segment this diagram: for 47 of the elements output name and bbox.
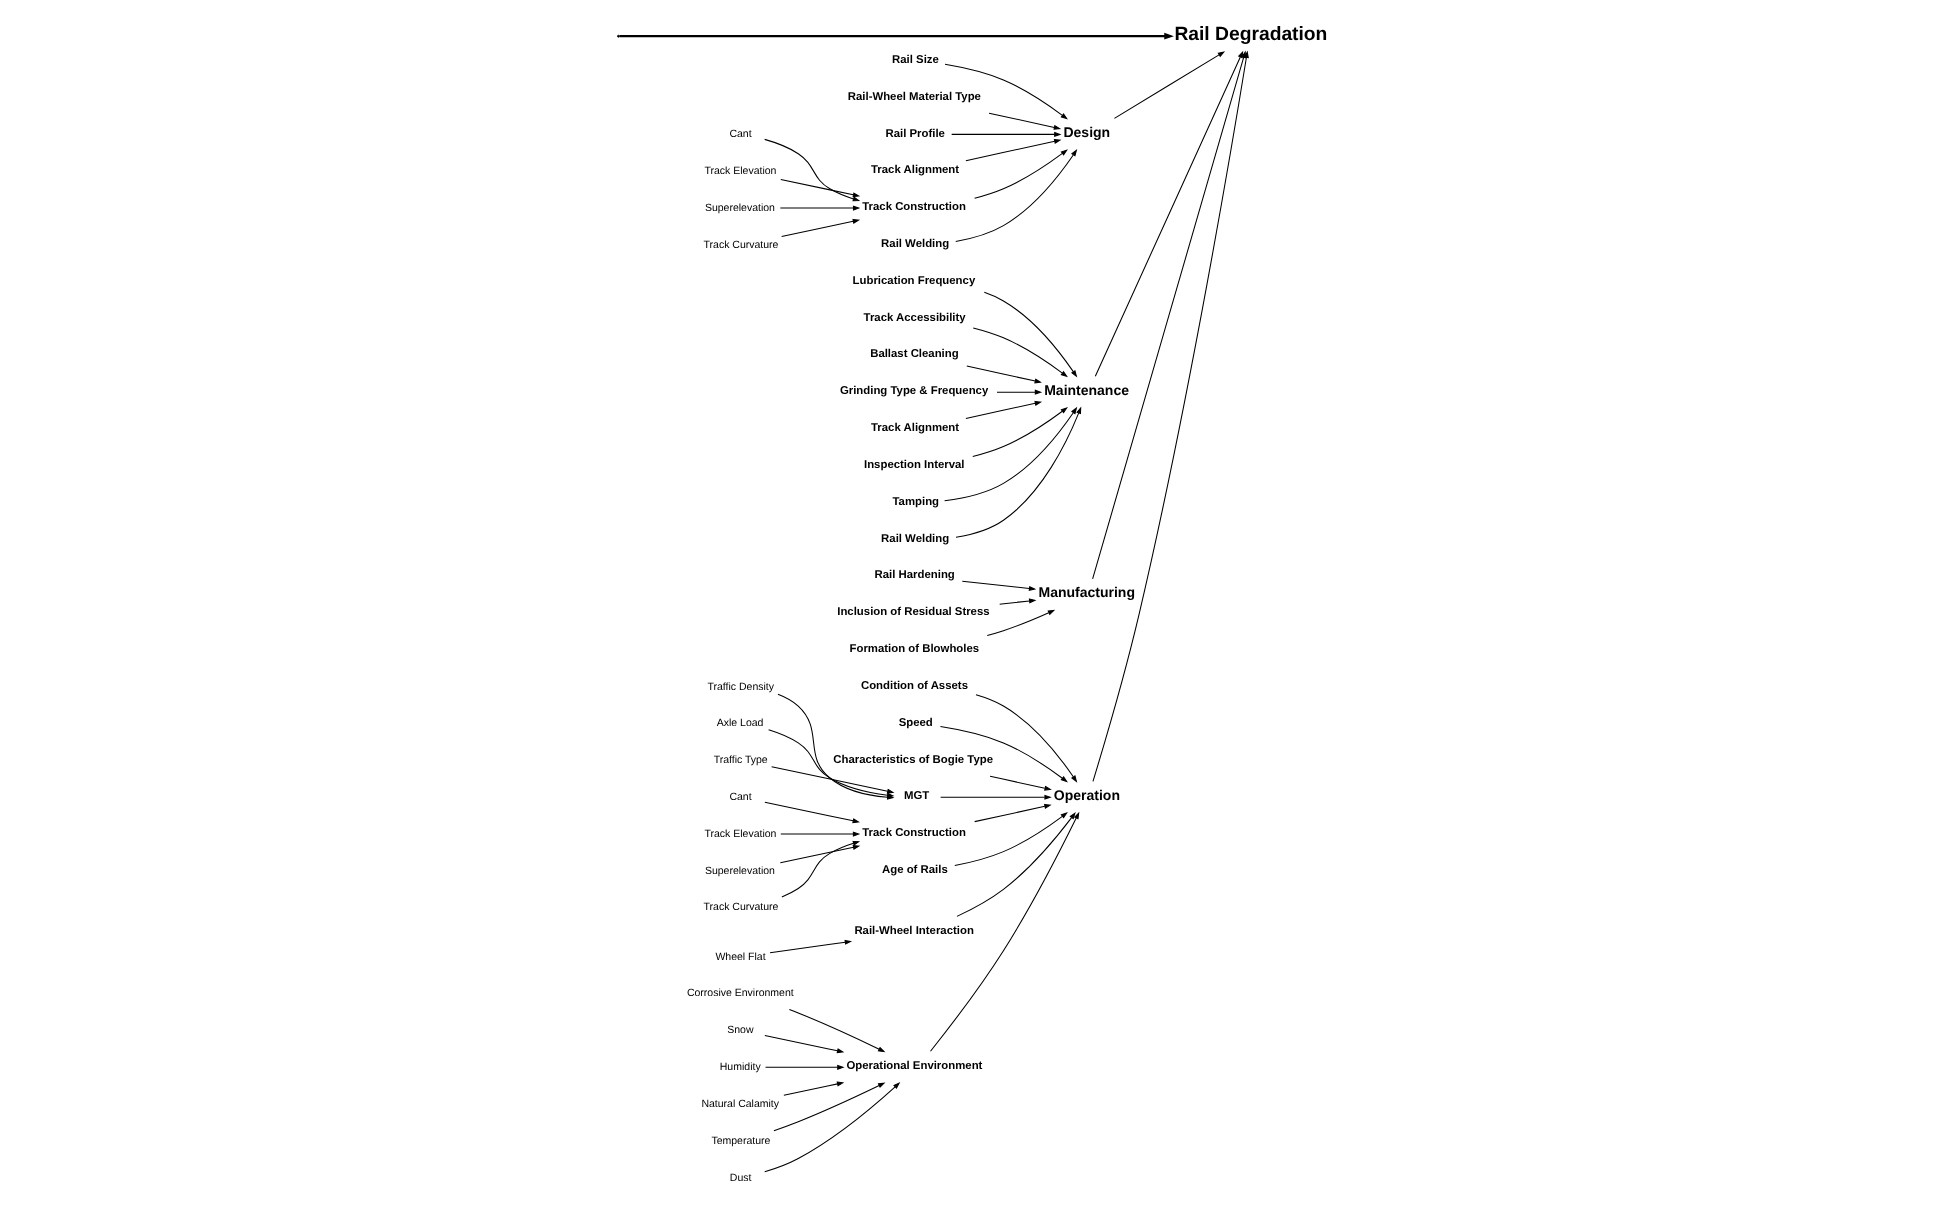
arrow <box>763 801 859 824</box>
arrow <box>988 775 1051 791</box>
arrow <box>787 1009 885 1053</box>
arrow <box>960 580 1036 592</box>
arrow <box>964 400 1042 419</box>
arrow <box>973 803 1051 823</box>
arrow <box>772 1082 885 1132</box>
arrow <box>938 725 1067 783</box>
arrow <box>780 840 860 898</box>
arrow <box>943 406 1077 502</box>
arrow <box>954 406 1081 538</box>
arrow <box>965 365 1041 384</box>
arrow <box>971 407 1067 458</box>
arrow <box>982 291 1077 378</box>
arrow <box>779 178 860 198</box>
arrow <box>995 389 1042 395</box>
arrow <box>763 1034 844 1054</box>
arrow <box>778 205 860 211</box>
arrow <box>928 811 1079 1052</box>
arrow <box>618 32 1173 40</box>
arrow <box>985 609 1055 636</box>
arrow <box>953 812 1067 867</box>
arrow <box>1093 50 1243 377</box>
arrow <box>954 149 1077 242</box>
arrow <box>971 327 1067 378</box>
arrow <box>768 939 852 954</box>
arrow <box>973 149 1067 199</box>
arrow <box>939 794 1051 800</box>
arrow <box>763 138 860 202</box>
arrow <box>778 844 860 864</box>
arrow <box>950 131 1061 137</box>
arrow <box>998 598 1036 605</box>
arrow <box>943 63 1067 120</box>
arrow <box>964 138 1061 162</box>
node-text: Rail Degradation <box>1173 24 1327 47</box>
arrow <box>1112 51 1225 119</box>
arrow <box>987 112 1061 130</box>
arrow <box>1091 50 1248 782</box>
arrow <box>974 694 1077 783</box>
arrow <box>764 1064 844 1070</box>
arrow <box>955 812 1075 917</box>
arrow <box>770 766 894 794</box>
arrow <box>779 831 860 837</box>
arrow <box>782 1081 844 1096</box>
arrow <box>1091 50 1246 580</box>
arrow <box>763 1082 900 1173</box>
arrow <box>780 218 860 237</box>
